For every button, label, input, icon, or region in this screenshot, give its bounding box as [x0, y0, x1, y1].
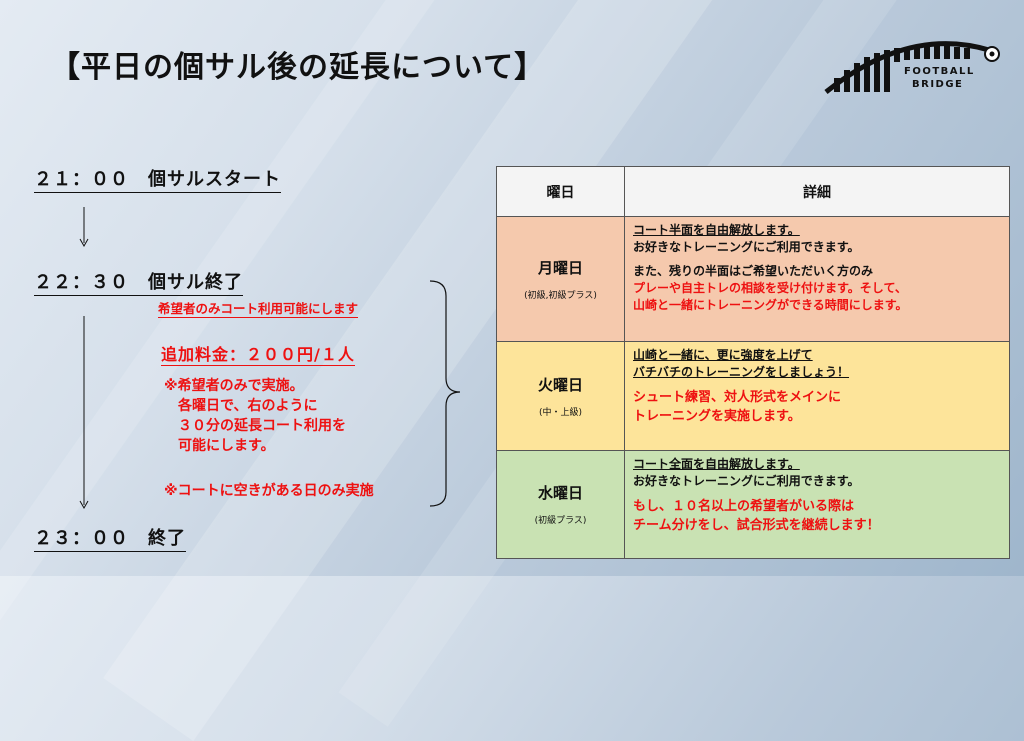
detail-line: また、残りの半面はご希望いただいく方のみ	[633, 264, 874, 278]
detail-line: 山崎と一緒に、更に強度を上げて	[633, 348, 813, 363]
header-day: 曜日	[496, 166, 625, 217]
day-cell: 月曜日 (初級,初級プラス)	[496, 215, 625, 343]
football-bridge-logo: FOOTBALL BRIDGE	[824, 34, 1004, 96]
table-row-monday: 月曜日 (初級,初級プラス) コート半面を自由解放します。 お好きなトレーニング…	[496, 215, 1010, 343]
detail-line: チーム分けをし、試合形式を継続します！	[633, 517, 880, 533]
day-cell: 水曜日 (初級プラス)	[496, 449, 625, 560]
timeline-finish: ２３：００ 終了	[34, 524, 186, 552]
detail-line: コート全面を自由解放します。	[633, 456, 800, 471]
day-name: 水曜日	[537, 484, 583, 503]
detail-line: もし、１０名以上の希望者がいる際は	[633, 498, 855, 514]
day-name: 月曜日	[537, 259, 583, 278]
logo-text-line1: FOOTBALL	[904, 66, 975, 77]
day-name: 火曜日	[537, 375, 583, 394]
table-header-row: 曜日 詳細	[496, 166, 1010, 217]
page-title: 【平日の個サル後の延長について】	[50, 50, 546, 85]
detail-line: シュート練習、対人形式をメインに	[633, 390, 842, 406]
logo-text-line2: BRIDGE	[912, 79, 964, 90]
detail-line: トレーニングを実施します。	[633, 409, 801, 425]
day-level: (初級プラス)	[534, 516, 587, 527]
detail-line: プレーや自主トレの相談を受け付けます。そして、	[633, 281, 907, 295]
extension-condition: ※希望者のみで実施。 各曜日で、右のように ３０分の延長コート利用を 可能にしま…	[164, 378, 346, 454]
detail-line: 山崎と一緒にトレーニングができる時間にします。	[633, 298, 908, 312]
extension-note: 希望者のみコート利用可能にします	[158, 298, 359, 318]
header-detail: 詳細	[624, 166, 1010, 217]
detail-line: お好きなトレーニングにご利用できます。	[633, 240, 860, 254]
timeline-session-end: ２２：３０ 個サル終了	[34, 268, 243, 296]
detail-cell: 山崎と一緒に、更に強度を上げて バチバチのトレーニングをしましょう！ シュート練…	[624, 341, 1010, 451]
table-row-wednesday: 水曜日 (初級プラス) コート全面を自由解放します。 お好きなトレーニングにご利…	[496, 449, 1010, 560]
detail-cell: コート全面を自由解放します。 お好きなトレーニングにご利用できます。 もし、１０…	[624, 449, 1010, 560]
detail-line: お好きなトレーニングにご利用できます。	[633, 473, 860, 488]
timeline-arrows	[79, 207, 461, 510]
availability-condition: ※コートに空きがある日のみ実施	[164, 483, 374, 499]
day-cell: 火曜日 (中・上級)	[496, 341, 625, 451]
detail-line: コート半面を自由解放します。	[633, 223, 800, 237]
table-row-tuesday: 火曜日 (中・上級) 山崎と一緒に、更に強度を上げて バチバチのトレーニングをし…	[496, 341, 1010, 451]
day-level: (初級,初級プラス)	[524, 291, 597, 302]
timeline-start: ２１：００ 個サルスタート	[34, 165, 281, 193]
detail-line: バチバチのトレーニングをしましょう！	[633, 365, 850, 380]
day-level: (中・上級)	[538, 407, 583, 418]
detail-cell: コート半面を自由解放します。 お好きなトレーニングにご利用できます。 また、残り…	[624, 215, 1010, 343]
schedule-table: 曜日 詳細 月曜日 (初級,初級プラス) コート半面を自由解放します。 お好きな…	[496, 166, 1010, 560]
extra-fee: 追加料金：２００円/１人	[161, 341, 355, 366]
